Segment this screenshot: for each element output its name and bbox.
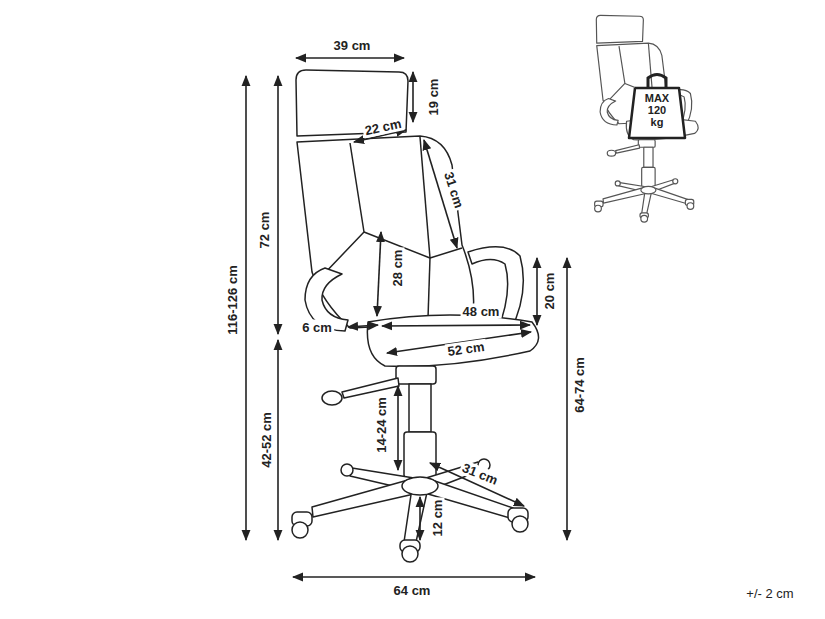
max-load-text: MAX 120 kg — [642, 70, 672, 128]
dimension-label: 20 cm — [542, 271, 557, 312]
dimension-label: 48 cm — [461, 304, 502, 319]
dimension-label: +/- 2 cm — [744, 586, 795, 601]
dimension-label: 14-24 cm — [374, 395, 389, 455]
dimension-lines — [246, 58, 567, 577]
dimension-label: 6 cm — [300, 320, 334, 335]
dimension-label: 19 cm — [426, 77, 441, 118]
dimension-label: 64 cm — [392, 583, 433, 598]
dimension-label: 64-74 cm — [572, 355, 587, 415]
dimension-label: 116-126 cm — [225, 263, 240, 336]
dimension-label: 42-52 cm — [259, 410, 274, 470]
dimension-label: 39 cm — [332, 38, 373, 53]
dimension-label: 12 cm — [430, 498, 445, 539]
dimension-label: 72 cm — [257, 210, 272, 251]
dimension-label: 28 cm — [390, 248, 405, 289]
max-load-weight: MAX 120 kg — [627, 70, 687, 140]
